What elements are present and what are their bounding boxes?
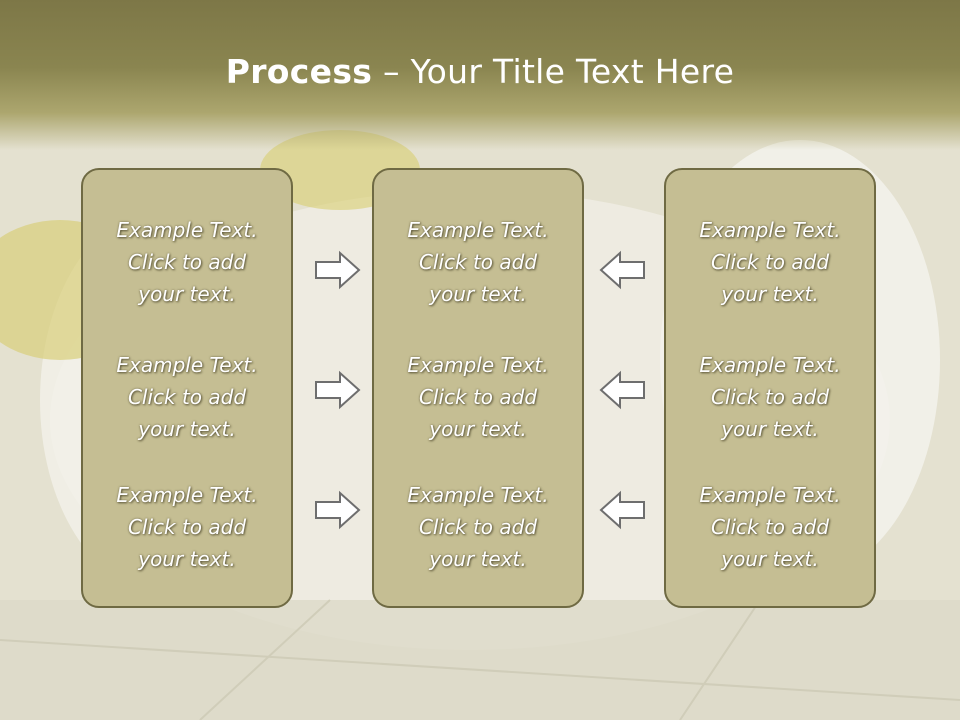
right-arrow-icon [315, 250, 361, 290]
text-line: your text. [721, 417, 819, 441]
text-line: Click to add [418, 515, 538, 539]
text-line: your text. [429, 547, 527, 571]
text-line: Click to add [710, 515, 830, 539]
title-band [0, 0, 960, 150]
text-line: Click to add [418, 250, 538, 274]
text-line: your text. [721, 547, 819, 571]
text-line: Example Text. [699, 353, 841, 377]
left-arrow-icon [599, 490, 645, 530]
text-block[interactable]: Example Text. Click to add your text. [83, 349, 291, 445]
text-line: Example Text. [407, 218, 549, 242]
left-arrow-icon [599, 370, 645, 410]
text-line: Example Text. [699, 218, 841, 242]
title-rest: – Your Title Text Here [372, 52, 735, 91]
right-arrow-icon [315, 490, 361, 530]
left-arrow-icon [599, 250, 645, 290]
right-arrow-icon [315, 370, 361, 410]
text-line: Example Text. [116, 483, 258, 507]
text-block[interactable]: Example Text. Click to add your text. [374, 214, 582, 310]
text-line: your text. [138, 547, 236, 571]
text-line: Click to add [127, 515, 247, 539]
slide-title[interactable]: Process – Your Title Text Here [0, 52, 960, 91]
text-block[interactable]: Example Text. Click to add your text. [374, 479, 582, 575]
text-line: Example Text. [407, 483, 549, 507]
text-line: your text. [721, 282, 819, 306]
text-line: Example Text. [116, 218, 258, 242]
text-block[interactable]: Example Text. Click to add your text. [666, 479, 874, 575]
text-line: your text. [429, 282, 527, 306]
right-panel[interactable]: Example Text. Click to add your text. Ex… [664, 168, 876, 608]
center-panel[interactable]: Example Text. Click to add your text. Ex… [372, 168, 584, 608]
text-line: Example Text. [699, 483, 841, 507]
text-line: Example Text. [407, 353, 549, 377]
text-line: Click to add [710, 250, 830, 274]
title-bold: Process [225, 52, 373, 91]
text-line: Click to add [127, 250, 247, 274]
text-block[interactable]: Example Text. Click to add your text. [374, 349, 582, 445]
text-block[interactable]: Example Text. Click to add your text. [666, 214, 874, 310]
text-line: your text. [429, 417, 527, 441]
text-line: Click to add [418, 385, 538, 409]
text-line: your text. [138, 282, 236, 306]
text-line: your text. [138, 417, 236, 441]
text-block[interactable]: Example Text. Click to add your text. [83, 214, 291, 310]
text-block[interactable]: Example Text. Click to add your text. [83, 479, 291, 575]
text-block[interactable]: Example Text. Click to add your text. [666, 349, 874, 445]
text-line: Example Text. [116, 353, 258, 377]
left-panel[interactable]: Example Text. Click to add your text. Ex… [81, 168, 293, 608]
text-line: Click to add [127, 385, 247, 409]
text-line: Click to add [710, 385, 830, 409]
